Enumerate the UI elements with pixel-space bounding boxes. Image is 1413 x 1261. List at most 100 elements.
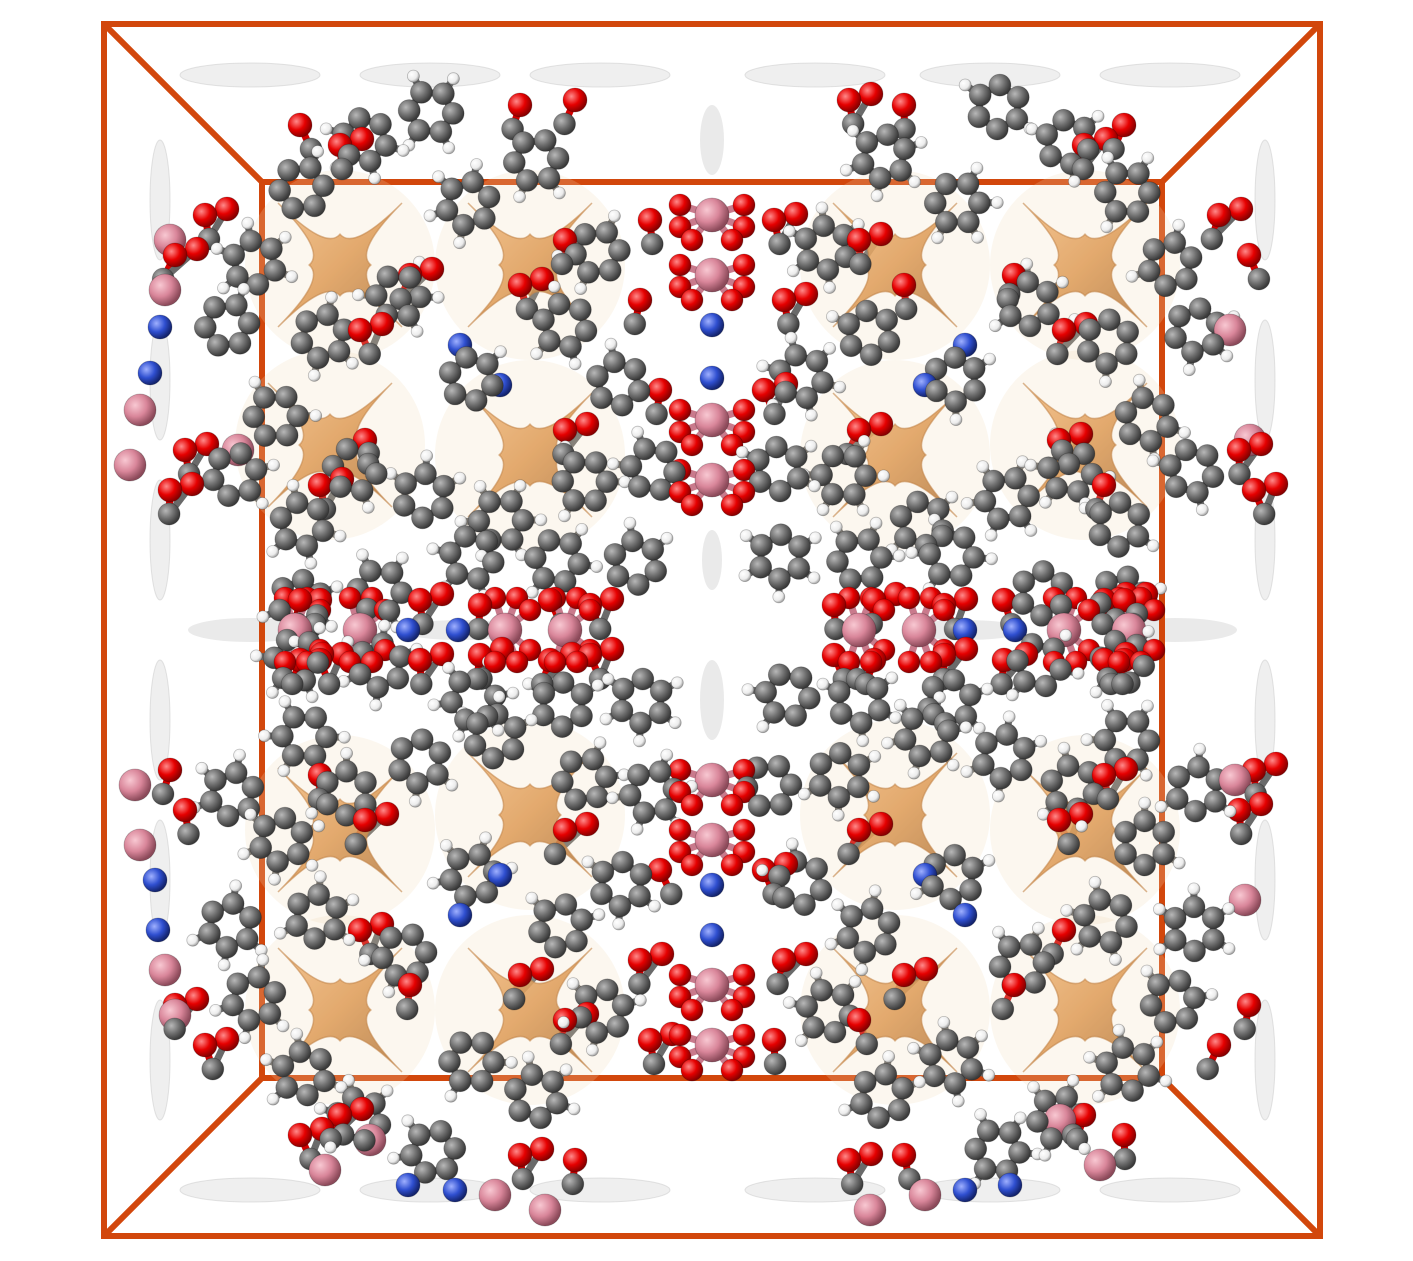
carbon-atom [843, 444, 867, 468]
carbon-atom [939, 887, 962, 911]
carbon-atom [259, 237, 283, 261]
hydrogen-atom [568, 357, 582, 371]
carbon-atom [823, 1020, 847, 1044]
pore-isosurface [1254, 139, 1276, 261]
hydrogen-atom [1222, 942, 1236, 955]
hydrogen-atom [782, 996, 796, 1009]
carbon-atom [868, 166, 892, 190]
carbon-atom [354, 771, 377, 794]
hydrogen-atom [1088, 875, 1102, 889]
hydrogen-atom [1222, 902, 1236, 915]
hydrogen-atom [1099, 375, 1112, 389]
oxygen-atom [349, 1096, 375, 1122]
carbon-atom [877, 911, 901, 934]
carbon-atom [502, 151, 526, 174]
hydrogen-atom [815, 201, 829, 215]
carbon-atom [401, 923, 425, 947]
metal-atom [908, 1178, 942, 1212]
carbon-atom [590, 882, 613, 906]
carbon-atom [1247, 267, 1271, 291]
hydrogen-atom [266, 545, 280, 558]
carbon-atom [515, 297, 539, 321]
carbon-atom [312, 1069, 336, 1093]
carbon-atom [1137, 729, 1161, 753]
carbon-atom [306, 651, 330, 674]
carbon-atom [767, 663, 791, 687]
carbon-atom [869, 546, 893, 569]
metal-atom [694, 197, 730, 233]
carbon-atom [632, 801, 656, 824]
hydrogen-atom [233, 748, 247, 762]
hydrogen-atom [1059, 628, 1073, 642]
carbon-atom [430, 496, 454, 520]
pore-isosurface [179, 1177, 321, 1203]
oxygen-atom [562, 87, 588, 113]
oxygen-atom [720, 228, 744, 252]
carbon-atom [252, 814, 276, 838]
oxygen-atom [783, 201, 809, 227]
carbon-atom [463, 734, 487, 757]
hydrogen-atom [278, 695, 292, 708]
carbon-atom [435, 198, 459, 222]
oxygen-atom [1091, 472, 1117, 498]
hydrogen-atom [756, 720, 770, 734]
oxygen-atom [1111, 112, 1137, 138]
carbon-atom [975, 731, 998, 755]
hydrogen-atom [755, 863, 769, 877]
carbon-atom [1175, 267, 1198, 291]
carbon-atom [335, 437, 359, 461]
carbon-atom [854, 464, 877, 488]
hydrogen-atom [273, 926, 287, 940]
carbon-atom [564, 788, 587, 811]
oxygen-atom [1206, 1032, 1232, 1058]
carbon-atom [631, 667, 655, 691]
carbon-atom [581, 747, 605, 771]
carbon-atom [995, 723, 1019, 746]
carbon-atom [1067, 479, 1090, 503]
hydrogen-atom [575, 523, 589, 536]
hydrogen-atom [186, 933, 200, 947]
carbon-atom [409, 80, 433, 104]
carbon-atom [1093, 180, 1117, 204]
carbon-atom [923, 1064, 946, 1088]
carbon-atom [344, 832, 368, 856]
hydrogen-atom [1141, 699, 1154, 713]
nitrogen-atom [137, 360, 163, 386]
carbon-atom [576, 260, 600, 284]
carbon-atom [325, 896, 349, 919]
carbon-atom [929, 740, 953, 764]
hydrogen-atom [1070, 942, 1084, 956]
carbon-atom [1006, 649, 1029, 672]
carbon-atom [839, 334, 863, 358]
hydrogen-atom [256, 610, 270, 624]
carbon-atom [1182, 986, 1206, 1010]
carbon-atom [855, 299, 878, 323]
oxygen-atom [172, 437, 198, 463]
carbon-atom [952, 526, 976, 549]
carbon-atom [648, 701, 672, 725]
hydrogen-atom [809, 531, 822, 545]
carbon-atom [923, 191, 947, 215]
oxygen-atom [846, 817, 872, 843]
carbon-atom [654, 440, 678, 464]
hydrogen-atom [831, 898, 845, 912]
hydrogen-atom [1060, 904, 1074, 917]
carbon-atom [584, 451, 608, 474]
oxygen-atom [846, 227, 872, 253]
carbon-atom [959, 878, 982, 902]
hydrogen-atom [1150, 1035, 1164, 1049]
carbon-atom [306, 497, 330, 521]
carbon-atom [1114, 400, 1138, 424]
carbon-atom [1033, 1089, 1057, 1113]
hydrogen-atom [959, 720, 973, 734]
oxygen-atom [680, 1058, 704, 1082]
carbon-atom [654, 798, 677, 821]
carbon-atom [963, 378, 986, 402]
oxygen-atom [599, 636, 625, 662]
carbon-atom [611, 677, 635, 701]
carbon-atom [853, 1070, 877, 1094]
carbon-atom [1071, 157, 1095, 181]
carbon-atom [1017, 484, 1041, 508]
carbon-atom [358, 342, 382, 366]
